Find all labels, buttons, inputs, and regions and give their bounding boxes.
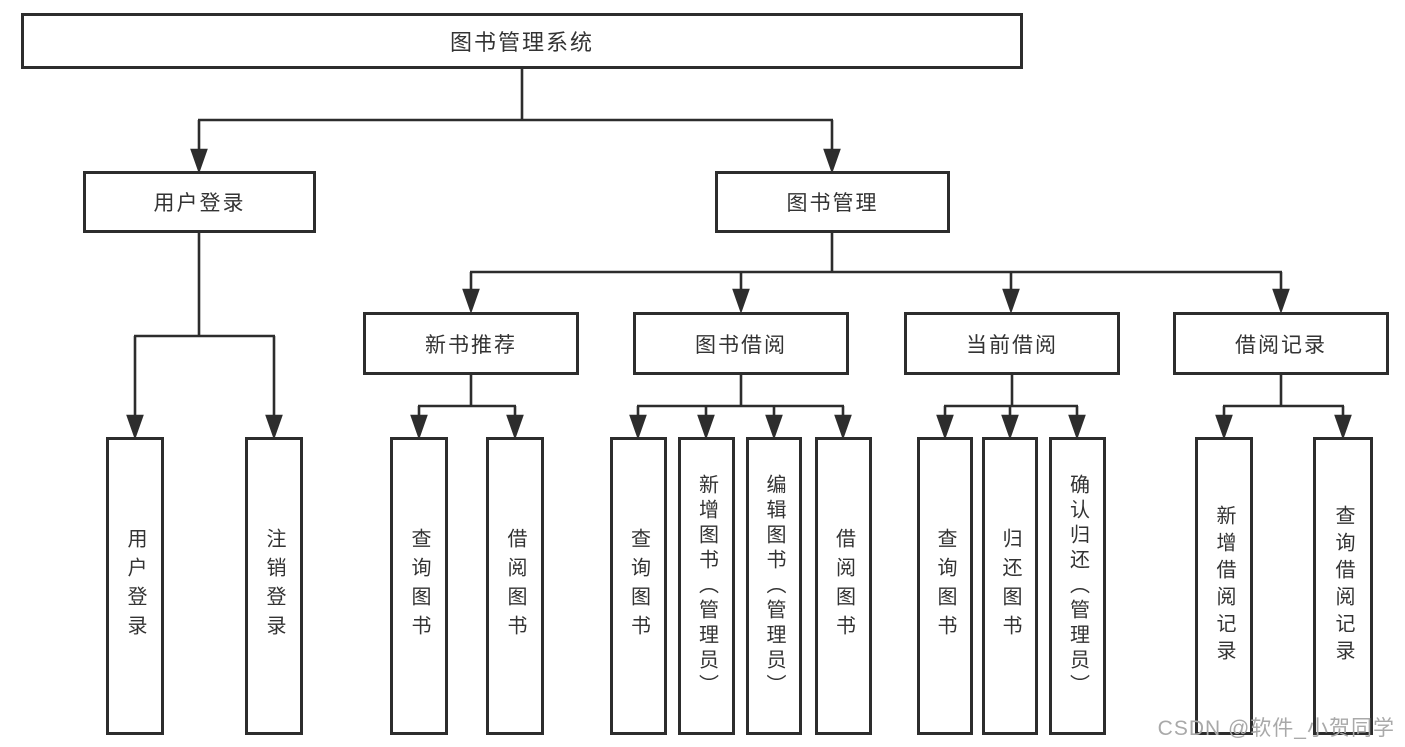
leaf-query-books: 查询图书 [917, 437, 973, 735]
leaf-add-book-admin: 新增图书（管理员） [678, 437, 735, 735]
node-new-book-recommend: 新书推荐 [363, 312, 579, 375]
leaf-edit-book-admin: 编辑图书（管理员） [746, 437, 802, 735]
leaf-logout: 注销登录 [245, 437, 303, 735]
node-borrow-records: 借阅记录 [1173, 312, 1389, 375]
node-current-borrow: 当前借阅 [904, 312, 1120, 375]
leaf-confirm-return-admin: 确认归还（管理员） [1049, 437, 1106, 735]
node-user-login: 用户登录 [83, 171, 316, 233]
node-library-system: 图书管理系统 [21, 13, 1023, 69]
leaf-query-books: 查询图书 [610, 437, 667, 735]
csdn-watermark: CSDN @软件_小贺同学 [1157, 717, 1395, 740]
leaf-borrow-books: 借阅图书 [486, 437, 544, 735]
leaf-return-books: 归还图书 [982, 437, 1038, 735]
leaf-user-login: 用户登录 [106, 437, 164, 735]
leaf-query-borrow-record: 查询借阅记录 [1313, 437, 1373, 735]
leaf-query-books: 查询图书 [390, 437, 448, 735]
leaf-borrow-books: 借阅图书 [815, 437, 872, 735]
leaf-add-borrow-record: 新增借阅记录 [1195, 437, 1253, 735]
node-book-borrow: 图书借阅 [633, 312, 849, 375]
node-book-management: 图书管理 [715, 171, 950, 233]
